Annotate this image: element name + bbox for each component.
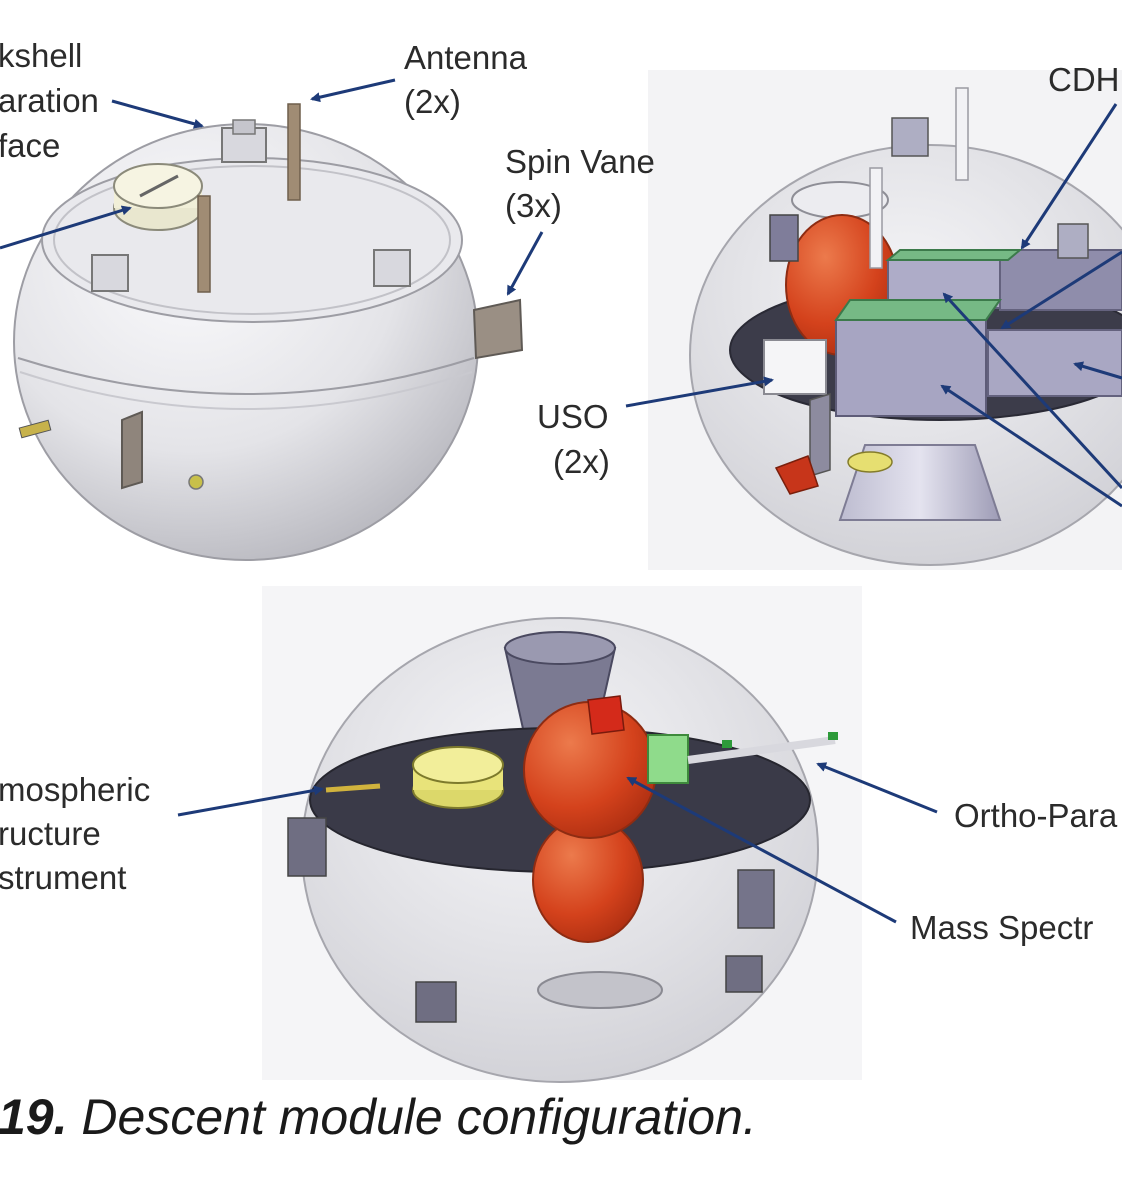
green-box-arrow-2 [940,384,1122,508]
cutaway-module-bottom [262,586,862,1083]
antenna-label-2: (2x) [404,83,461,120]
green-box-arrow-1 [942,292,1122,490]
asi-label-2: ructure [0,815,101,852]
antenna-label-1: Antenna [404,39,527,76]
cdh-label: CDH [1048,61,1120,98]
figure-caption-text: Descent module configuration. [67,1089,757,1145]
asi-arrow [177,785,324,817]
uso-label-1: USO [537,398,609,435]
figure-caption: 19. Descent module configuration. [0,1088,757,1146]
cylinder-arrow [0,205,132,250]
figure-number: 19. [0,1089,68,1145]
mass-spec-label: Mass Spectr [910,909,1094,946]
closed-module [13,103,524,561]
backshell-label-2: aration [0,82,99,119]
box-arrow-2 [1073,361,1122,380]
leader-arrows [0,78,1122,924]
backshell-label-1: kshell [0,37,83,74]
uso-label-2: (2x) [553,443,610,480]
box-arrow-1 [1000,250,1122,330]
backshell-arrow [111,99,204,129]
cdh-arrow [1020,103,1118,250]
spin-vane-arrow [506,231,544,296]
mass-spec-arrow [626,776,897,924]
ortho-para-label: Ortho-Para [954,797,1118,834]
asi-label-1: mospheric [0,771,151,808]
antenna-arrow [310,78,396,103]
spin-vane-label-2: (3x) [505,187,562,224]
uso-arrow [625,376,774,408]
backshell-label-3: face [0,127,61,164]
asi-label-3: strument [0,859,127,896]
ortho-para-arrow [816,762,938,814]
cutaway-module-top [648,70,1122,570]
spin-vane-label-1: Spin Vane [505,143,655,180]
